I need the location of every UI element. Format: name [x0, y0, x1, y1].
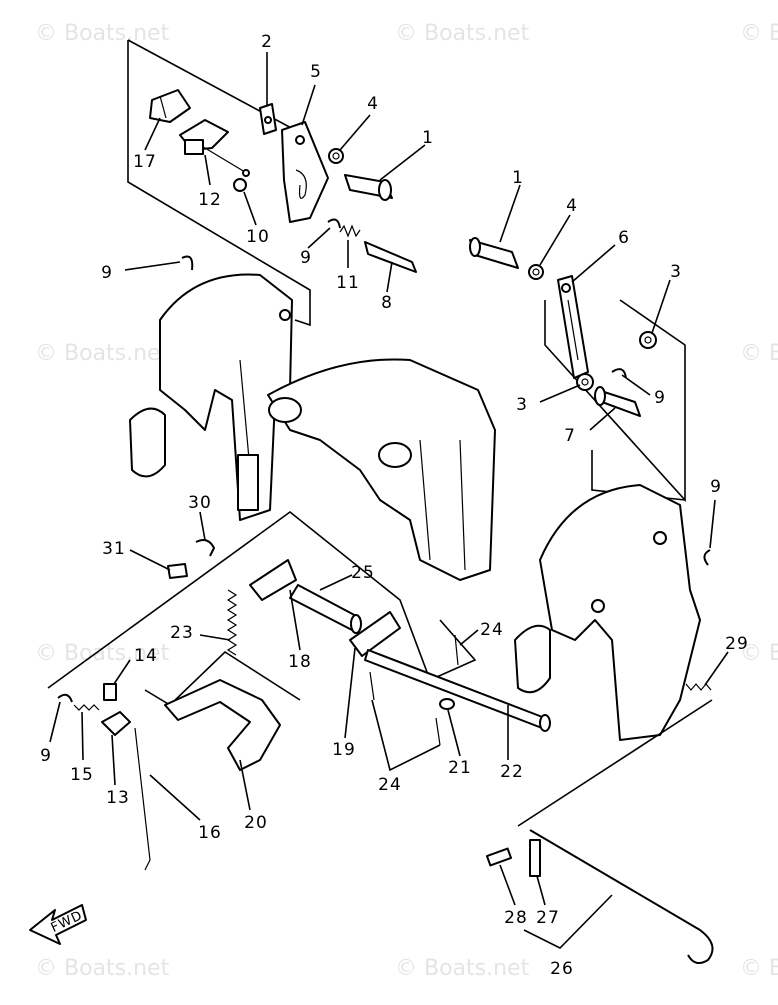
swivel-bracket	[267, 358, 496, 581]
callout-21: 21	[448, 758, 472, 778]
part-9-clip	[703, 549, 711, 566]
watermark: © Boats.net	[740, 956, 778, 981]
callout-12: 12	[198, 190, 222, 210]
callout-1: 1	[422, 128, 434, 148]
leader-lines	[49, 52, 729, 906]
fwd-arrow: FWD	[29, 904, 87, 945]
part-12-lever	[179, 119, 250, 177]
callout-7: 7	[564, 426, 576, 446]
part-21-pin	[439, 698, 455, 710]
watermark: © Boats.net	[35, 956, 170, 981]
callout-18: 18	[288, 652, 312, 672]
part-5-cam-plate	[281, 121, 329, 223]
callout-8: 8	[381, 293, 393, 313]
part-4-nut-right	[528, 264, 544, 280]
callout-19: 19	[332, 740, 356, 760]
callout-13: 13	[106, 788, 130, 808]
part-8-pin	[364, 241, 417, 273]
part-20-tilt-lever	[164, 679, 281, 771]
part-28-pin	[485, 847, 513, 867]
group-outline-tilt	[47, 510, 477, 689]
callout-4: 4	[566, 196, 578, 216]
part-2-plate	[259, 103, 277, 135]
callout-26: 26	[550, 959, 574, 979]
callout-22: 22	[500, 762, 524, 782]
callout-9: 9	[101, 263, 113, 283]
callout-1: 1	[512, 168, 524, 188]
part-3-washer	[639, 331, 657, 349]
watermark: © Boats.net	[35, 21, 170, 46]
watermark: © Boats.net	[740, 641, 778, 666]
watermark: © Boats.net	[740, 341, 778, 366]
callout-9: 9	[654, 388, 666, 408]
callout-30: 30	[188, 493, 212, 513]
part-30-clip	[195, 539, 215, 557]
part-10-washer	[233, 178, 247, 192]
part-26-hook-rod	[517, 699, 714, 965]
callout-23: 23	[170, 623, 194, 643]
callout-6: 6	[618, 228, 630, 248]
watermark: © Boats.net	[35, 341, 170, 366]
callout-2: 2	[261, 32, 273, 52]
part-25-shaft	[289, 584, 362, 634]
callout-3: 3	[670, 262, 682, 282]
part-9-clip	[327, 218, 341, 229]
part-4-nut	[328, 148, 344, 164]
callout-11: 11	[336, 273, 360, 293]
part-6-plate	[557, 275, 589, 379]
part-19-arm	[349, 611, 401, 657]
right-clamp-bracket	[514, 484, 701, 741]
part-1-bolt-right	[469, 237, 519, 269]
callout-17: 17	[133, 152, 157, 172]
part-11-spring	[339, 224, 361, 238]
part-27-pin	[529, 839, 541, 877]
watermark: © Boats.net	[395, 21, 530, 46]
group-outline-upper-left	[127, 40, 311, 327]
callout-28: 28	[504, 908, 528, 928]
part-22-rod	[364, 649, 551, 732]
part-14-bolt	[103, 683, 117, 701]
part-3-washer	[576, 373, 594, 391]
part-7-bolt	[594, 386, 641, 417]
callout-labels: 2 5 4 1 17 12 10 9 11 8 9 1 4 6 3 9 3 7 …	[40, 32, 749, 979]
part-1-bolt	[344, 174, 393, 201]
part-9-clip	[181, 255, 194, 271]
watermark: © Boats.net	[740, 21, 778, 46]
watermark: © Boats.net	[395, 956, 530, 981]
callout-31: 31	[102, 539, 126, 559]
part-18-plate	[249, 559, 297, 601]
group-outline-tilt	[144, 650, 301, 707]
callout-24: 24	[480, 620, 504, 640]
callout-10: 10	[246, 227, 270, 247]
callout-29: 29	[725, 634, 749, 654]
part-16-rod	[134, 727, 151, 871]
callout-14: 14	[134, 646, 158, 666]
callout-24: 24	[378, 775, 402, 795]
part-23-spring	[226, 589, 238, 656]
callout-4: 4	[367, 94, 379, 114]
part-15-spring	[73, 704, 100, 711]
leader-26	[523, 894, 613, 949]
callout-20: 20	[244, 813, 268, 833]
left-clamp-bracket	[129, 273, 293, 521]
part-9-clip	[57, 693, 73, 703]
callout-16: 16	[198, 823, 222, 843]
callout-9: 9	[300, 248, 312, 268]
callout-9: 9	[40, 746, 52, 766]
watermarks: © Boats.net © Boats.net © Boats.net © Bo…	[35, 21, 778, 981]
part-29-spring	[685, 683, 712, 691]
callout-15: 15	[70, 765, 94, 785]
part-13-knob	[101, 711, 131, 736]
part-31-screw	[167, 563, 188, 579]
callout-27: 27	[536, 908, 560, 928]
callout-9: 9	[710, 477, 722, 497]
watermark: © Boats.net	[35, 641, 170, 666]
callout-25: 25	[351, 563, 375, 583]
callout-5: 5	[310, 62, 322, 82]
callout-3: 3	[516, 395, 528, 415]
part-24-cotter-pin	[369, 634, 459, 746]
part-17-grip	[149, 89, 191, 123]
